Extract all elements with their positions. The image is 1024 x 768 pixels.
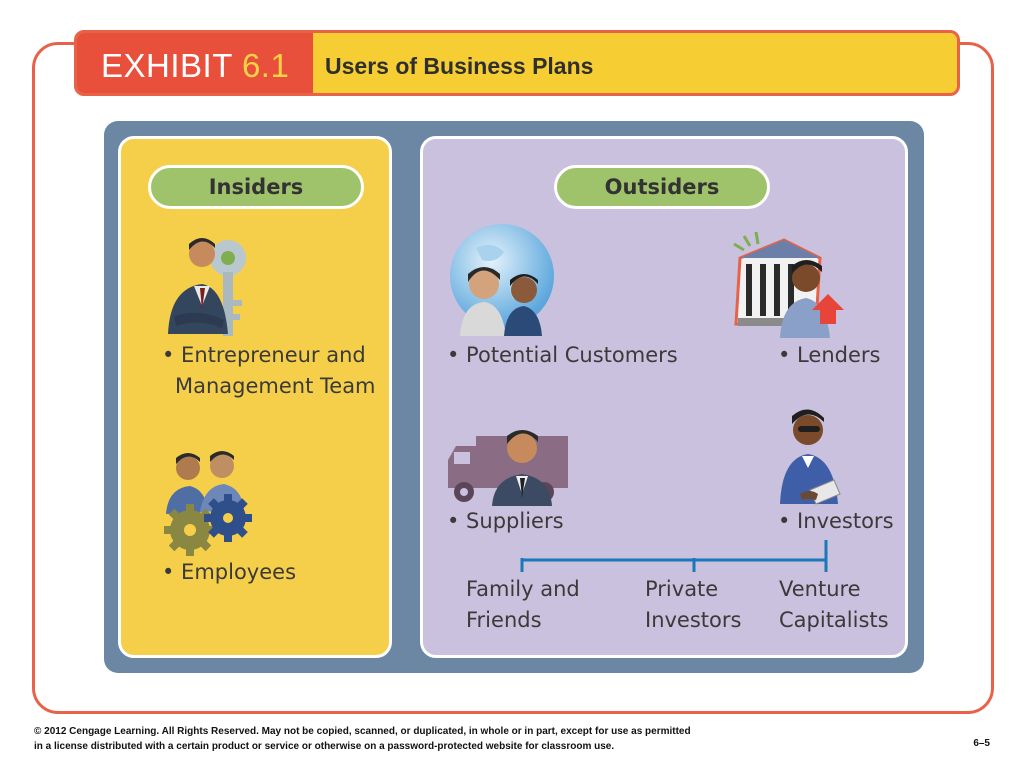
- exhibit-header: EXHIBIT 6.1 Users of Business Plans: [74, 30, 960, 96]
- employees-gears-icon: [164, 451, 252, 556]
- investor-type-venture-capitalists: Venture Capitalists: [779, 574, 889, 636]
- investor-types-connector: [520, 540, 828, 572]
- outsider-investors-label: • Investors: [778, 509, 894, 533]
- investor-type-venture-line1: Venture: [779, 577, 861, 601]
- outsiders-heading: Outsiders: [554, 165, 770, 209]
- investor-type-venture-line2: Capitalists: [779, 608, 889, 632]
- investor-type-family-friends: Family and Friends: [466, 574, 580, 636]
- insider-entrepreneur-line1: • Entrepreneur and: [162, 343, 366, 367]
- exhibit-number: 6.1: [241, 47, 290, 84]
- copyright-line2: in a license distributed with a certain …: [34, 741, 615, 752]
- investor-type-private-investors: Private Investors: [645, 574, 741, 636]
- exhibit-word: EXHIBIT: [101, 47, 233, 84]
- customers-globe-icon: [450, 224, 554, 336]
- outsider-lenders-label: • Lenders: [778, 343, 881, 367]
- insiders-panel: [118, 136, 392, 658]
- investor-type-private-line2: Investors: [645, 608, 742, 632]
- insider-entrepreneur-label: • Entrepreneur and Management Team: [162, 340, 376, 402]
- supplier-truck-icon: [448, 430, 568, 506]
- manager-key-icon: [168, 238, 246, 336]
- page-number: 6–5: [973, 738, 990, 749]
- insiders-heading: Insiders: [148, 165, 364, 209]
- outsider-customers-label: • Potential Customers: [447, 343, 678, 367]
- bank-lender-icon: [733, 232, 844, 338]
- investor-type-private-line1: Private: [645, 577, 719, 601]
- outsider-suppliers-label: • Suppliers: [447, 509, 564, 533]
- insider-employees-label: • Employees: [162, 560, 297, 584]
- investor-type-family-line2: Friends: [466, 608, 542, 632]
- copyright-line1: © 2012 Cengage Learning. All Rights Rese…: [34, 726, 691, 737]
- investor-icon: [780, 409, 841, 505]
- exhibit-label: EXHIBIT 6.1: [101, 47, 289, 85]
- exhibit-label-block: [77, 33, 313, 93]
- investor-type-family-line1: Family and: [466, 577, 580, 601]
- exhibit-title: Users of Business Plans: [325, 53, 594, 79]
- insider-entrepreneur-line2: Management Team: [175, 374, 376, 398]
- copyright-footer: © 2012 Cengage Learning. All Rights Rese…: [34, 724, 691, 754]
